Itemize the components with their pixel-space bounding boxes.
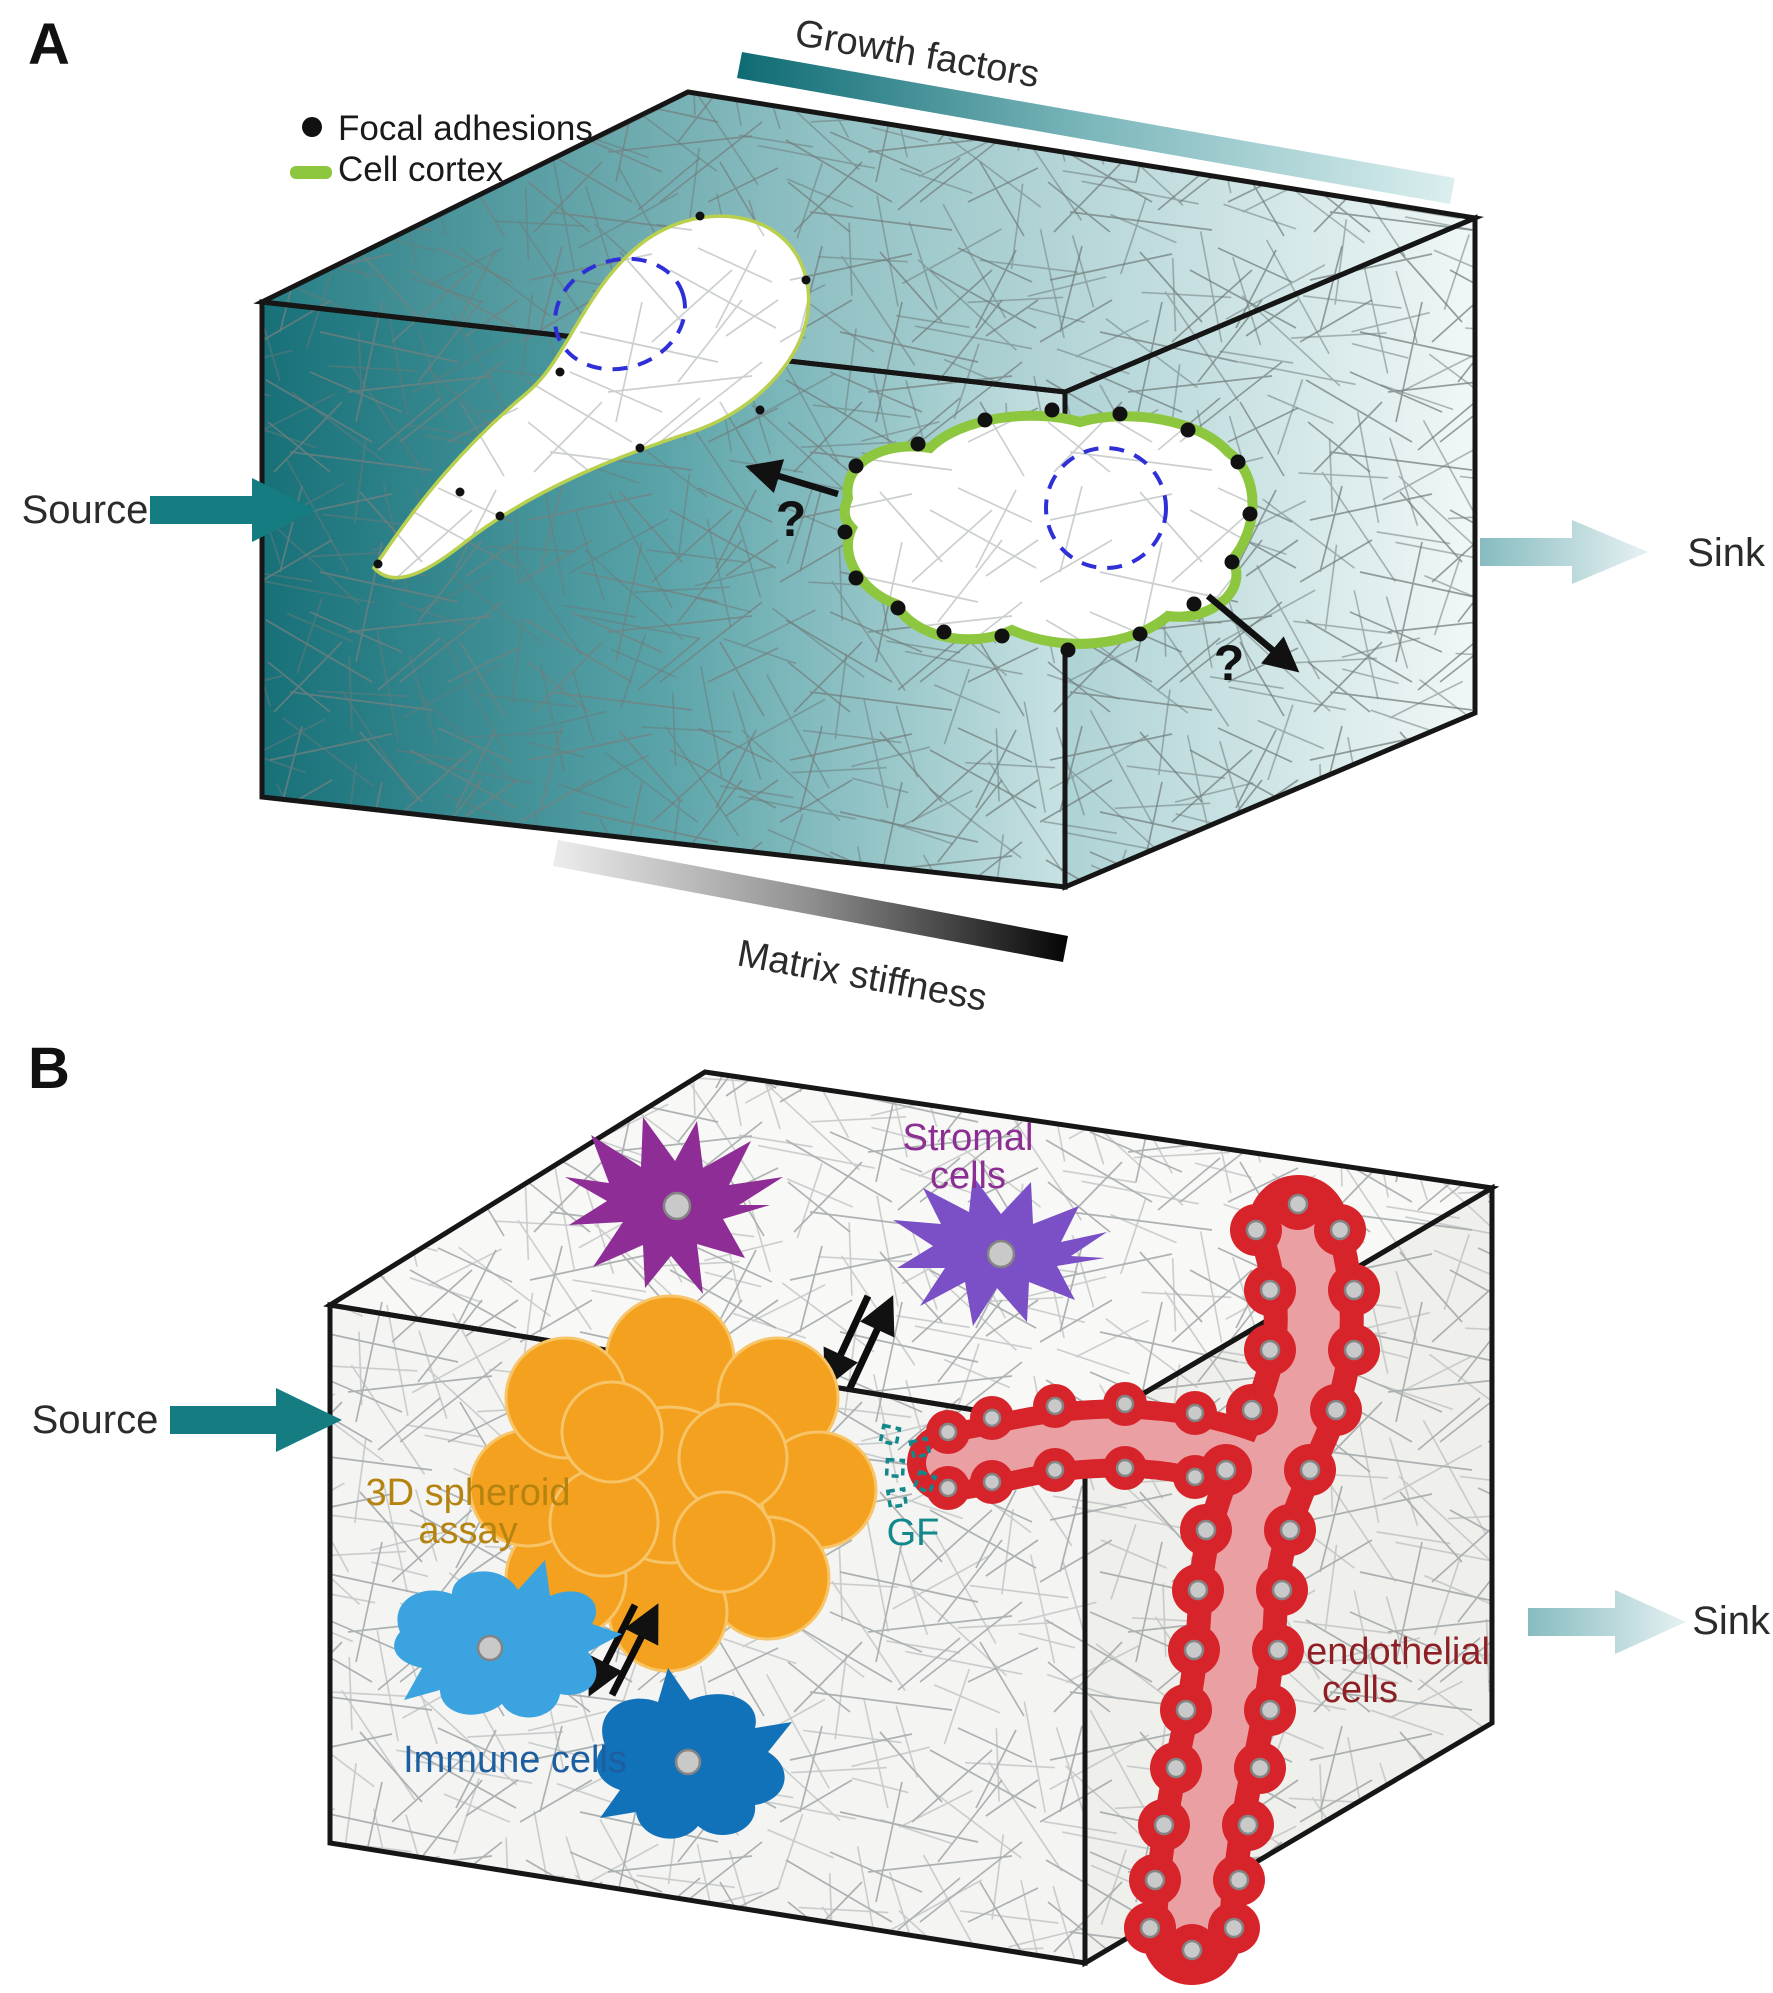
immune-cells: Immune cells: [394, 1560, 792, 1839]
focal-adhesion-dots: [373, 211, 811, 569]
nucleus-dashed-outline: [1044, 446, 1168, 570]
spheroid: 3D spheroid assay: [366, 1294, 878, 1673]
cube-a-outline: [1062, 214, 1478, 891]
cell-nucleus: [986, 1239, 1016, 1269]
panel-b-letter: B: [28, 1036, 70, 1101]
fiber-texture: [262, 302, 1065, 887]
gf-label: GF: [887, 1512, 940, 1554]
cortex-cell: [837, 402, 1258, 658]
sink-label: Sink: [1692, 1599, 1771, 1643]
panel-a-letter: A: [28, 12, 70, 77]
stromal-cells: Stromal cells: [565, 1117, 1107, 1326]
migration-arrow-right: [1205, 593, 1300, 673]
matrix-stiffness-gradient-bar: [553, 840, 1068, 962]
cell-nucleus: [674, 1748, 702, 1776]
source-label: Source: [32, 1398, 159, 1442]
fiber-texture: [262, 92, 1475, 392]
fiber-texture: [374, 216, 809, 578]
immune-cells-label: Immune cells: [403, 1739, 627, 1781]
spheroid-label-line2: assay: [418, 1510, 517, 1552]
sink-arrow: [1528, 1590, 1686, 1654]
legend-focal-adhesions-label: Focal adhesions: [338, 109, 593, 148]
source-arrow: [170, 1388, 342, 1452]
sink-arrow: [1480, 520, 1648, 584]
migration-arrow-left: [745, 459, 839, 498]
immune-spheroid-exchange-arrows: [588, 1603, 659, 1697]
nucleus-dashed-outline: [553, 256, 687, 372]
question-mark-left: ?: [776, 491, 807, 547]
cell-nucleus: [662, 1191, 692, 1221]
focal-adhesion-dots: [837, 402, 1258, 658]
matrix-stiffness-label: Matrix stiffness: [734, 933, 990, 1020]
vessel-branch-lumen: [926, 1418, 1285, 1488]
stromal-cells-label-line2: cells: [930, 1155, 1006, 1197]
endothelial-cells-label-line1: endothelial: [1306, 1631, 1490, 1673]
endothelial-cells-label-line2: cells: [1322, 1669, 1398, 1711]
stromal-spheroid-exchange-arrows: [823, 1294, 895, 1390]
cell-nucleus: [476, 1634, 504, 1662]
panel-a: Growth factors Matrix stiffness Source S…: [22, 12, 1766, 1020]
matrix-cube-a: [253, 89, 1484, 891]
immune-cell-left: [394, 1560, 622, 1718]
vessel-lumen: [1166, 1199, 1340, 1961]
source-label: Source: [22, 488, 149, 532]
stromal-cells-label-line1: Stromal: [903, 1117, 1034, 1159]
spheroid-label-line1: 3D spheroid: [366, 1472, 571, 1514]
fiber-texture: [1065, 218, 1475, 887]
question-mark-right: ?: [1214, 635, 1245, 691]
cell-cortex-swatch-icon: [290, 166, 332, 179]
panel-b: endothelial cells Stromal cells: [28, 1036, 1771, 1985]
blood-vessel: endothelial cells: [907, 1175, 1490, 1985]
source-arrow: [150, 478, 316, 542]
elongated-cell: [371, 211, 811, 580]
legend: Focal adhesions Cell cortex: [290, 109, 593, 189]
legend-cell-cortex-label: Cell cortex: [338, 150, 504, 189]
spheroid-cell-cluster: [468, 1294, 878, 1673]
sink-label: Sink: [1687, 531, 1766, 575]
growth-factors-gradient-bar: [737, 52, 1455, 204]
focal-adhesion-dot-icon: [302, 117, 322, 137]
